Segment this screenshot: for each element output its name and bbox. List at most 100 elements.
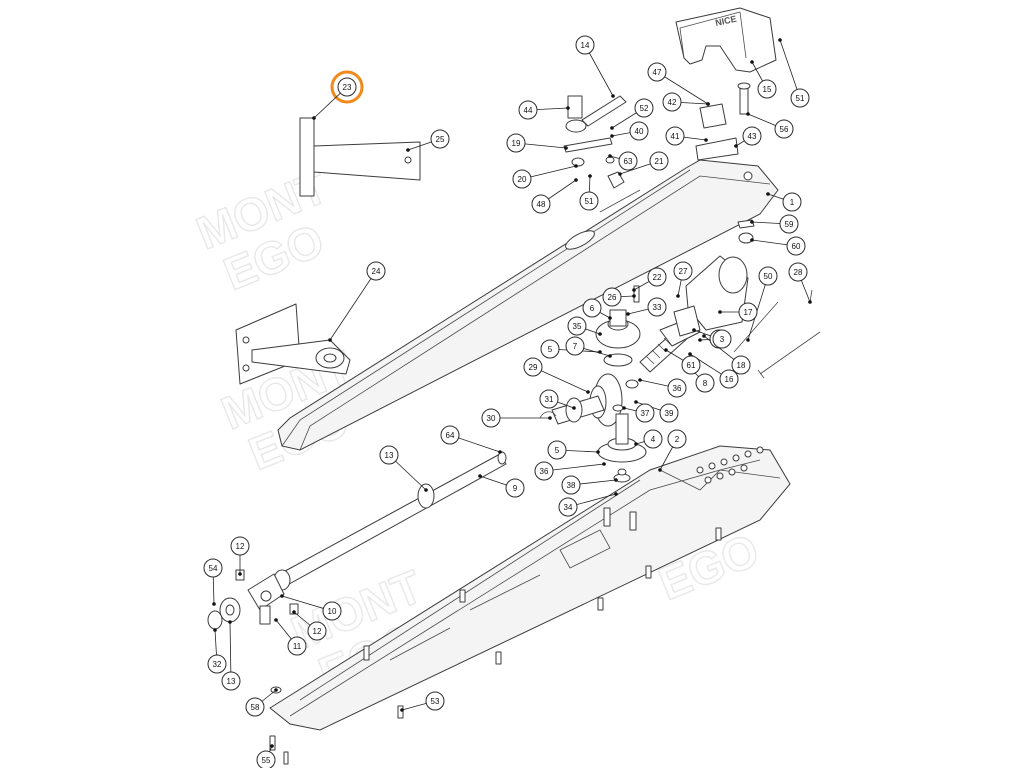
callout-15[interactable]: 15 xyxy=(757,79,777,99)
callout-16[interactable]: 16 xyxy=(719,369,739,389)
callout-number: 2 xyxy=(675,435,680,444)
callout-47[interactable]: 47 xyxy=(647,62,667,82)
callout-1[interactable]: 1 xyxy=(782,192,802,212)
callout-number: 23 xyxy=(343,83,352,92)
callout-bubble xyxy=(575,35,595,55)
leader-dot xyxy=(610,126,614,130)
callout-bubble xyxy=(647,297,667,317)
callout-bubble xyxy=(774,119,794,139)
selected-part-highlight[interactable] xyxy=(330,70,364,104)
leader-dot xyxy=(702,334,706,338)
callout-64[interactable]: 64 xyxy=(440,425,460,445)
callout-bubble xyxy=(567,316,587,336)
callout-35[interactable]: 35 xyxy=(567,316,587,336)
callout-29[interactable]: 29 xyxy=(523,357,543,377)
callout-number: 47 xyxy=(653,68,662,77)
callout-number: 14 xyxy=(581,41,590,50)
callout-24[interactable]: 24 xyxy=(366,261,386,281)
callout-60[interactable]: 60 xyxy=(786,236,806,256)
callout-40[interactable]: 40 xyxy=(629,121,649,141)
callout-52[interactable]: 52 xyxy=(634,98,654,118)
callout-5[interactable]: 5 xyxy=(547,440,567,460)
callout-bubble xyxy=(788,262,808,282)
callout-50[interactable]: 50 xyxy=(758,266,778,286)
callout-28[interactable]: 28 xyxy=(788,262,808,282)
leader-line xyxy=(584,44,614,97)
callout-9[interactable]: 9 xyxy=(505,478,525,498)
callout-22[interactable]: 22 xyxy=(647,267,667,287)
lower-housing-part xyxy=(269,445,791,731)
callout-36[interactable]: 36 xyxy=(667,378,687,398)
callout-8[interactable]: 8 xyxy=(695,373,715,393)
callout-10[interactable]: 10 xyxy=(322,601,342,621)
callout-56[interactable]: 56 xyxy=(774,119,794,139)
callout-20[interactable]: 20 xyxy=(512,169,532,189)
callout-number: 27 xyxy=(679,267,688,276)
callout-58[interactable]: 58 xyxy=(245,697,265,717)
callout-number: 7 xyxy=(573,342,578,351)
callout-26[interactable]: 26 xyxy=(602,287,622,307)
callout-51[interactable]: 51 xyxy=(790,88,810,108)
callout-37[interactable]: 37 xyxy=(635,403,655,423)
leader-dot xyxy=(658,468,662,472)
callout-31[interactable]: 31 xyxy=(539,389,559,409)
callout-48[interactable]: 48 xyxy=(531,194,551,214)
callout-17[interactable]: 17 xyxy=(738,302,758,322)
callout-bubble xyxy=(534,461,554,481)
callout-12[interactable]: 12 xyxy=(230,536,250,556)
callout-34[interactable]: 34 xyxy=(558,497,578,517)
callout-number: 3 xyxy=(720,335,725,344)
callout-54[interactable]: 54 xyxy=(203,558,223,578)
callout-59[interactable]: 59 xyxy=(779,214,799,234)
callout-number: 6 xyxy=(590,304,595,313)
callout-43[interactable]: 43 xyxy=(742,126,762,146)
callout-55[interactable]: 55 xyxy=(256,750,276,770)
callout-32[interactable]: 32 xyxy=(207,654,227,674)
callout-bubble xyxy=(602,287,622,307)
callout-bubble xyxy=(758,266,778,286)
callout-number: 8 xyxy=(703,379,708,388)
callout-21[interactable]: 21 xyxy=(649,151,669,171)
callout-19[interactable]: 19 xyxy=(506,133,526,153)
callout-33[interactable]: 33 xyxy=(647,297,667,317)
callout-36[interactable]: 36 xyxy=(534,461,554,481)
callout-14[interactable]: 14 xyxy=(575,35,595,55)
callout-30[interactable]: 30 xyxy=(481,408,501,428)
callout-number: 64 xyxy=(446,431,455,440)
callout-4[interactable]: 4 xyxy=(643,429,663,449)
callout-38[interactable]: 38 xyxy=(561,475,581,495)
callout-51[interactable]: 51 xyxy=(579,191,599,211)
upper-housing-part xyxy=(277,159,779,451)
callout-6[interactable]: 6 xyxy=(582,298,602,318)
callout-41[interactable]: 41 xyxy=(665,126,685,146)
callout-5[interactable]: 5 xyxy=(540,339,560,359)
callout-bubble xyxy=(287,636,307,656)
callout-12[interactable]: 12 xyxy=(307,621,327,641)
callout-39[interactable]: 39 xyxy=(659,403,679,423)
callout-3[interactable]: 3 xyxy=(712,329,732,349)
callout-13[interactable]: 13 xyxy=(221,671,241,691)
leader-dot xyxy=(274,688,278,692)
callout-number: 32 xyxy=(213,660,222,669)
callout-63[interactable]: 63 xyxy=(618,151,638,171)
callout-11[interactable]: 11 xyxy=(287,636,307,656)
callout-18[interactable]: 18 xyxy=(731,355,751,375)
callout-2[interactable]: 2 xyxy=(667,429,687,449)
callout-25[interactable]: 25 xyxy=(430,129,450,149)
callout-number: 37 xyxy=(641,409,650,418)
callout-7[interactable]: 7 xyxy=(565,336,585,356)
callout-23[interactable]: 23 xyxy=(337,77,357,97)
callout-61[interactable]: 61 xyxy=(681,355,701,375)
callout-42[interactable]: 42 xyxy=(662,92,682,112)
leader-line xyxy=(543,463,605,472)
callout-number: 34 xyxy=(564,503,573,512)
fork-10-part xyxy=(247,573,285,625)
callout-number: 38 xyxy=(567,481,576,490)
callout-number: 42 xyxy=(668,98,677,107)
leader-dot xyxy=(588,174,592,178)
callout-27[interactable]: 27 xyxy=(673,261,693,281)
small-parts xyxy=(235,82,821,765)
callout-13[interactable]: 13 xyxy=(379,445,399,465)
callout-44[interactable]: 44 xyxy=(518,100,538,120)
callout-53[interactable]: 53 xyxy=(425,691,445,711)
